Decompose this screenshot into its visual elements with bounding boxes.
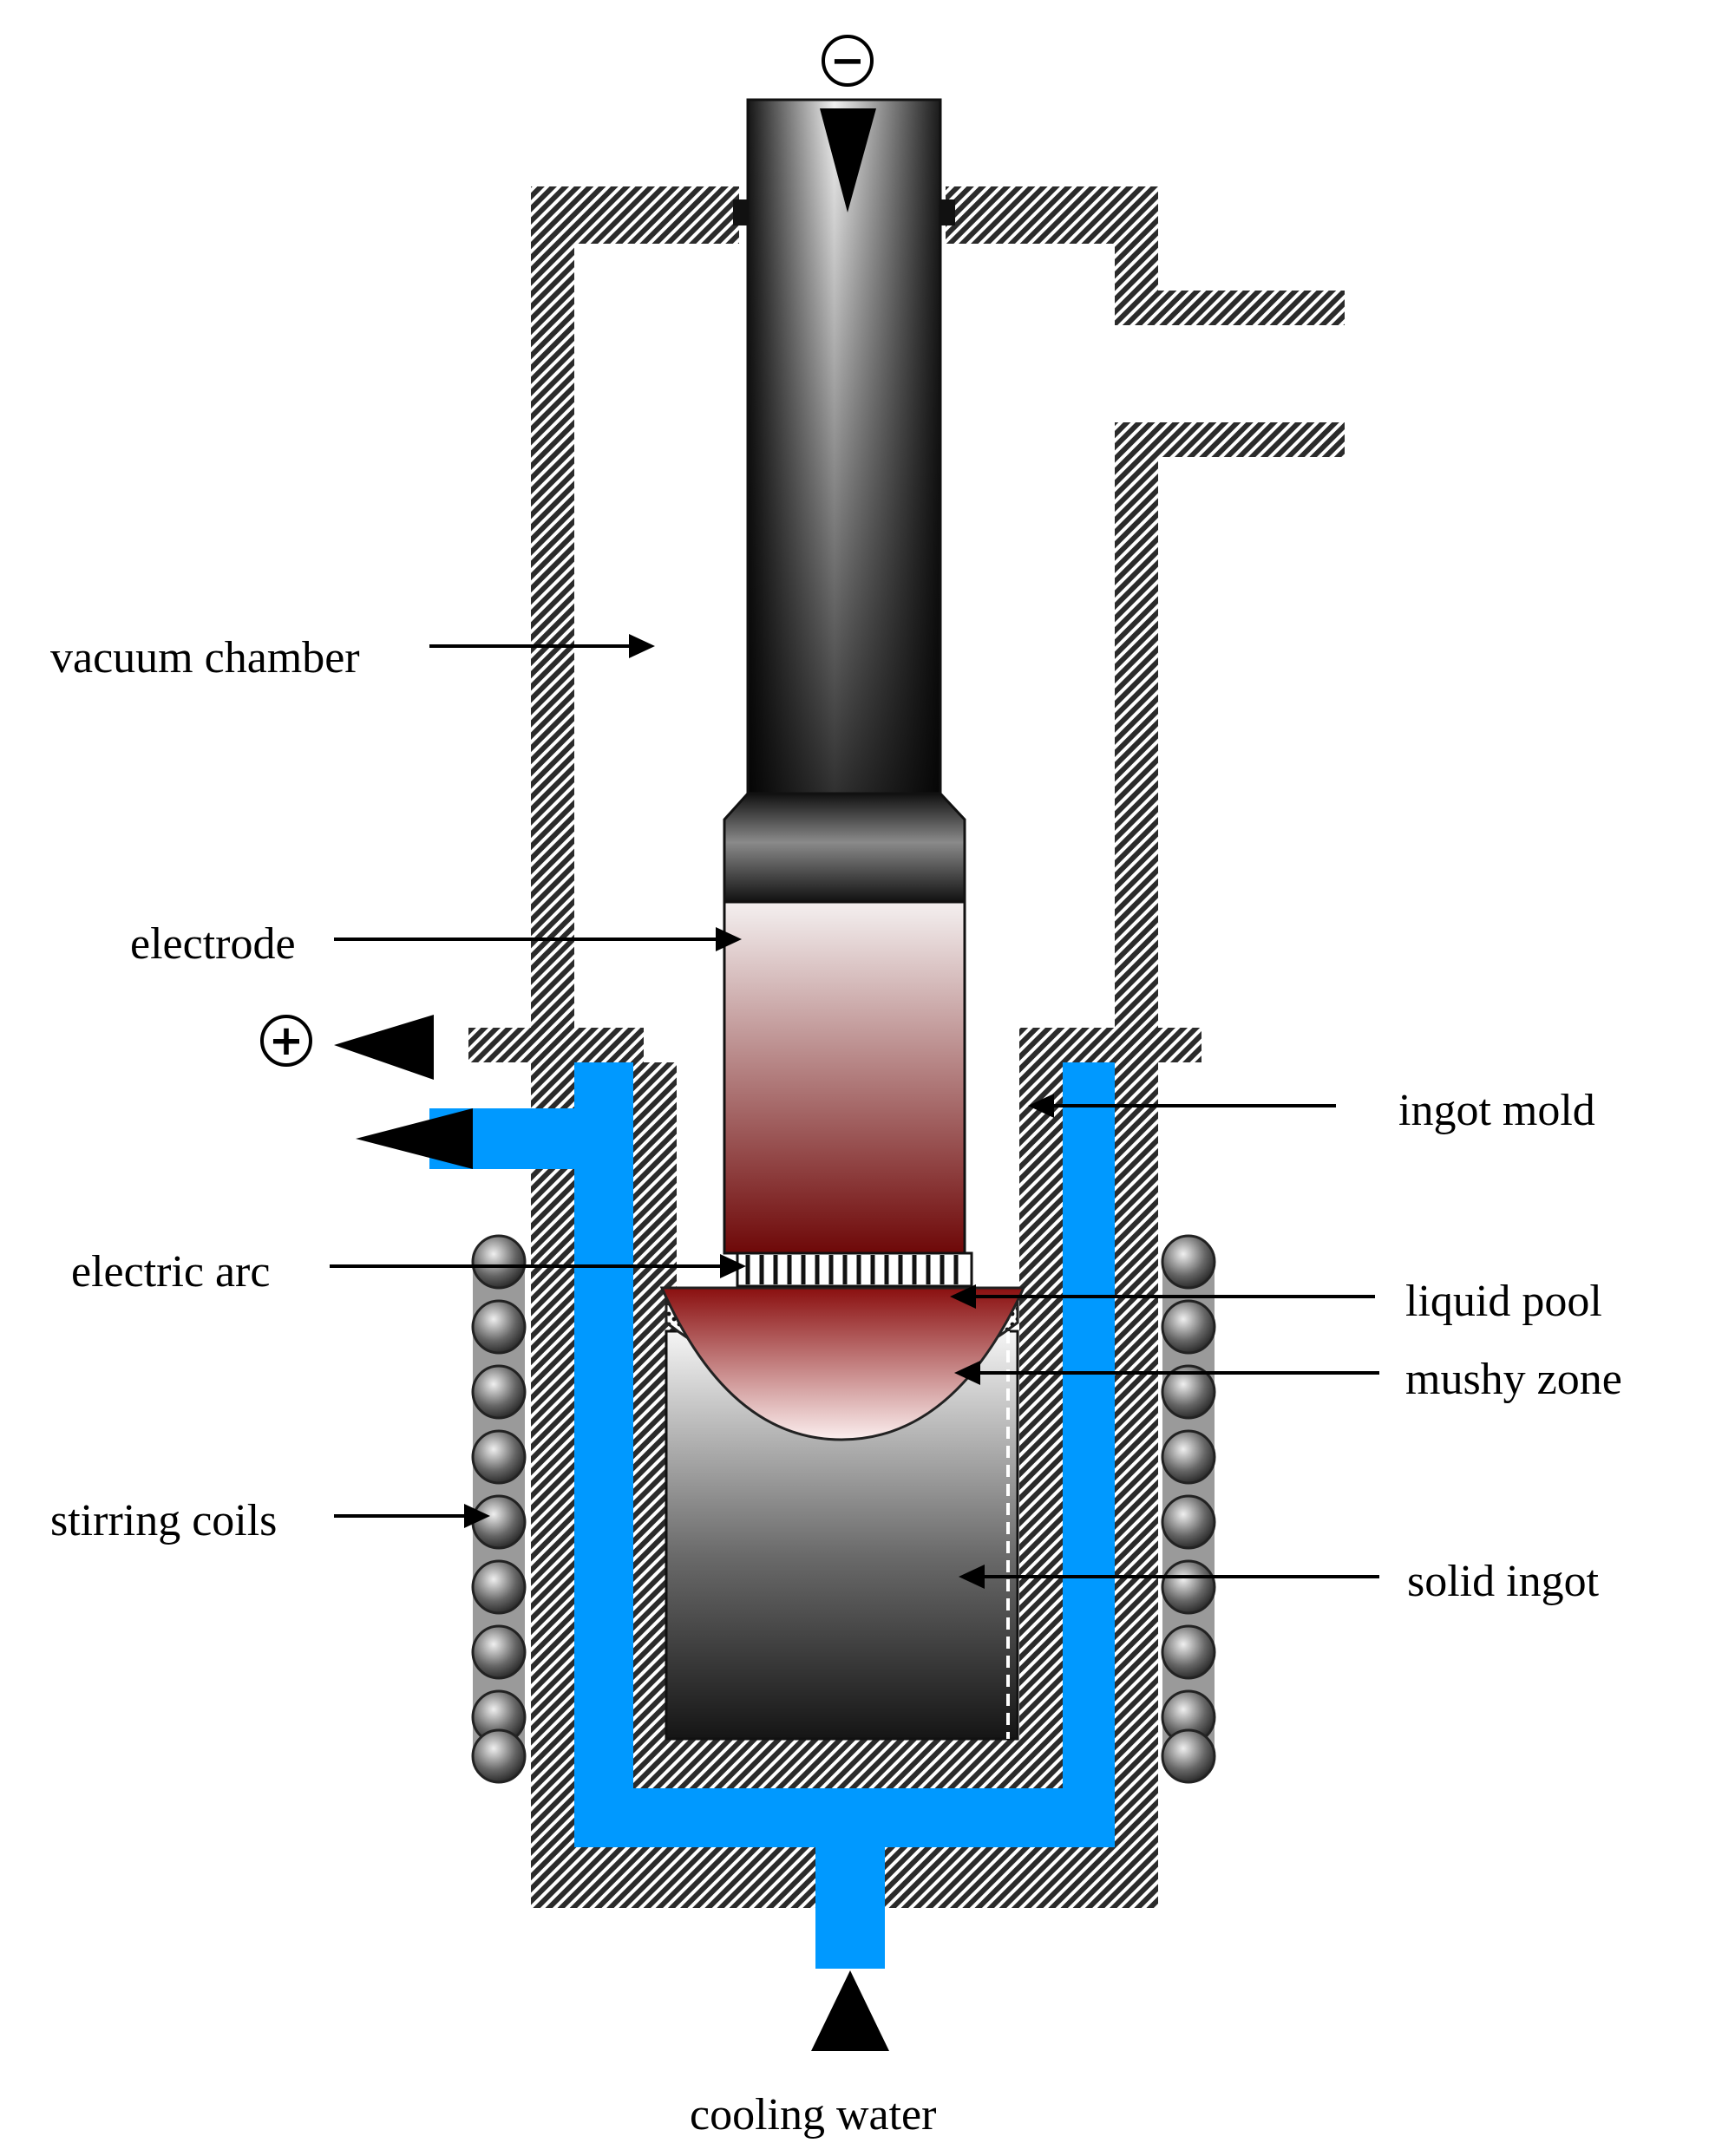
label-ingot-mold: ingot mold <box>1398 1086 1595 1135</box>
coil-icon <box>471 1559 527 1615</box>
coil-icon <box>1161 1299 1216 1355</box>
coil-icon <box>471 1364 527 1420</box>
coil-icon <box>1161 1234 1216 1290</box>
coil-icon <box>471 1429 527 1485</box>
coil-icon <box>471 1234 527 1290</box>
stirring-coils-right <box>1161 1234 1216 1784</box>
label-mushy-zone: mushy zone <box>1405 1355 1622 1404</box>
stirring-coils-left <box>471 1234 527 1784</box>
arrow-icon <box>334 1015 434 1080</box>
terminal-icon <box>260 1015 312 1067</box>
label-cooling-water: cooling water <box>690 2090 936 2140</box>
cooling-water-channel <box>429 1062 1115 1969</box>
label-stirring-coils: stirring coils <box>50 1496 277 1545</box>
terminal-icon <box>822 35 874 87</box>
svg-text:−: − <box>830 36 865 85</box>
electrode-collar <box>723 792 966 904</box>
leader-lines <box>330 644 1379 1578</box>
negative-terminal: − <box>822 35 874 87</box>
label-electrode: electrode <box>130 919 296 969</box>
coil-icon <box>471 1624 527 1680</box>
coil-icon <box>471 1728 527 1784</box>
svg-text:+: + <box>269 1016 304 1065</box>
arrow-icon <box>356 1108 473 1169</box>
electric-arc <box>736 1251 973 1288</box>
coil-icon <box>471 1299 527 1355</box>
coil-icon <box>1161 1494 1216 1550</box>
coil-icon <box>1161 1728 1216 1784</box>
electrode-assembly <box>723 98 966 1255</box>
coil-icon <box>1161 1429 1216 1485</box>
liquid-pool <box>659 1286 1026 1441</box>
coil-icon <box>1161 1364 1216 1420</box>
label-liquid-pool: liquid pool <box>1405 1277 1602 1326</box>
leader-arrowheads <box>464 634 1054 1589</box>
arrow-icon <box>811 1970 889 2051</box>
electrode <box>723 900 966 1255</box>
arrow-icon <box>820 108 876 212</box>
label-vacuum-chamber: vacuum chamber <box>50 633 360 683</box>
coil-icon <box>1161 1624 1216 1680</box>
coil-icon <box>1161 1559 1216 1615</box>
label-solid-ingot: solid ingot <box>1407 1557 1600 1606</box>
label-electric-arc: electric arc <box>71 1247 270 1297</box>
positive-terminal: + <box>260 1015 312 1067</box>
coil-icon <box>471 1494 527 1550</box>
